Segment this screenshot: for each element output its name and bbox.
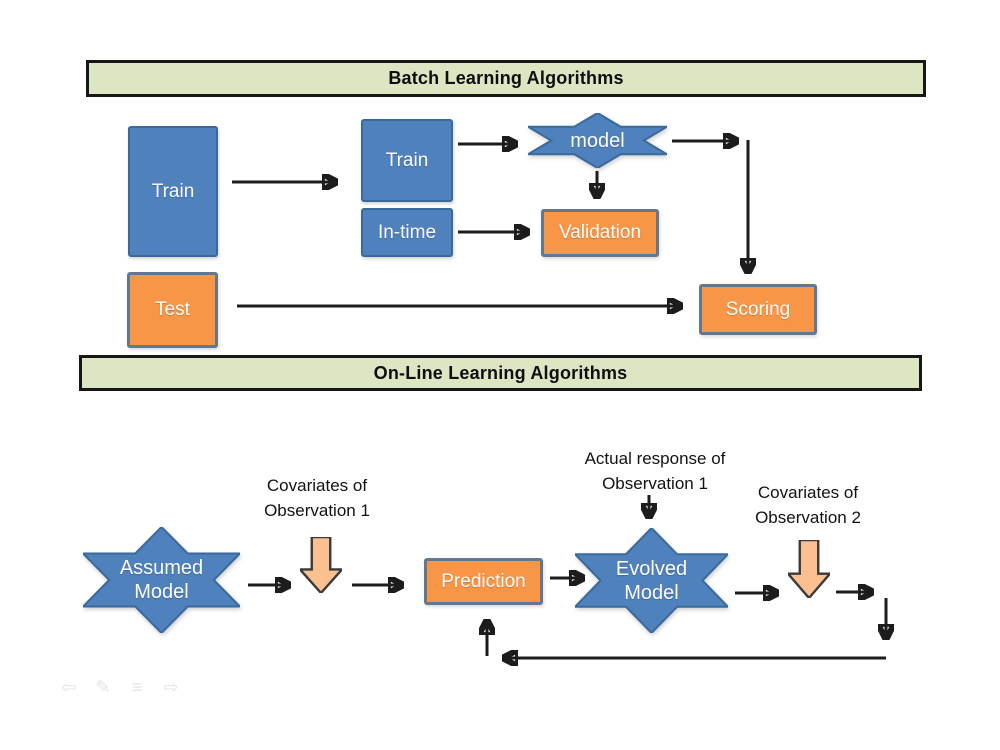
presenter-nav-toolbar: ⇦ ✎ ≡ ⇨ — [60, 676, 180, 698]
covariates-2-down-block-arrow-icon — [788, 540, 830, 598]
six-point-star-icon — [83, 527, 240, 633]
covariates-1-label: Covariates of Observation 1 — [264, 476, 370, 520]
assumed-model-star-shape: Assumed Model — [83, 527, 240, 633]
evolved-model-label: Evolved Model — [615, 557, 688, 604]
validation-box: Validation — [541, 209, 659, 257]
online-section-header: On-Line Learning Algorithms — [79, 355, 922, 391]
covariates-1-down-block-arrow-icon — [300, 537, 342, 593]
train-small-box: Train — [361, 119, 453, 202]
prediction-box: Prediction — [424, 558, 543, 605]
scoring-box: Scoring — [699, 284, 817, 335]
six-point-star-icon — [528, 113, 667, 168]
menu-icon[interactable]: ≡ — [131, 677, 143, 697]
in-time-box: In-time — [361, 208, 453, 257]
assumed-model-label: Assumed Model — [119, 557, 204, 603]
covariates-2-label: Covariates of Observation 2 — [755, 483, 861, 527]
evolved-model-star-shape: Evolved Model — [575, 528, 728, 633]
six-point-star-icon — [575, 528, 728, 633]
model-star-shape: model — [528, 113, 667, 168]
train-large-box: Train — [128, 126, 218, 257]
test-box: Test — [127, 272, 218, 348]
pen-icon[interactable]: ✎ — [95, 677, 111, 697]
previous-slide-icon[interactable]: ⇦ — [61, 677, 77, 697]
actual-response-label: Actual response of Observation 1 — [584, 449, 726, 493]
model-star-label: model — [570, 129, 625, 152]
batch-section-header: Batch Learning Algorithms — [86, 60, 926, 97]
next-slide-icon[interactable]: ⇨ — [163, 677, 179, 697]
